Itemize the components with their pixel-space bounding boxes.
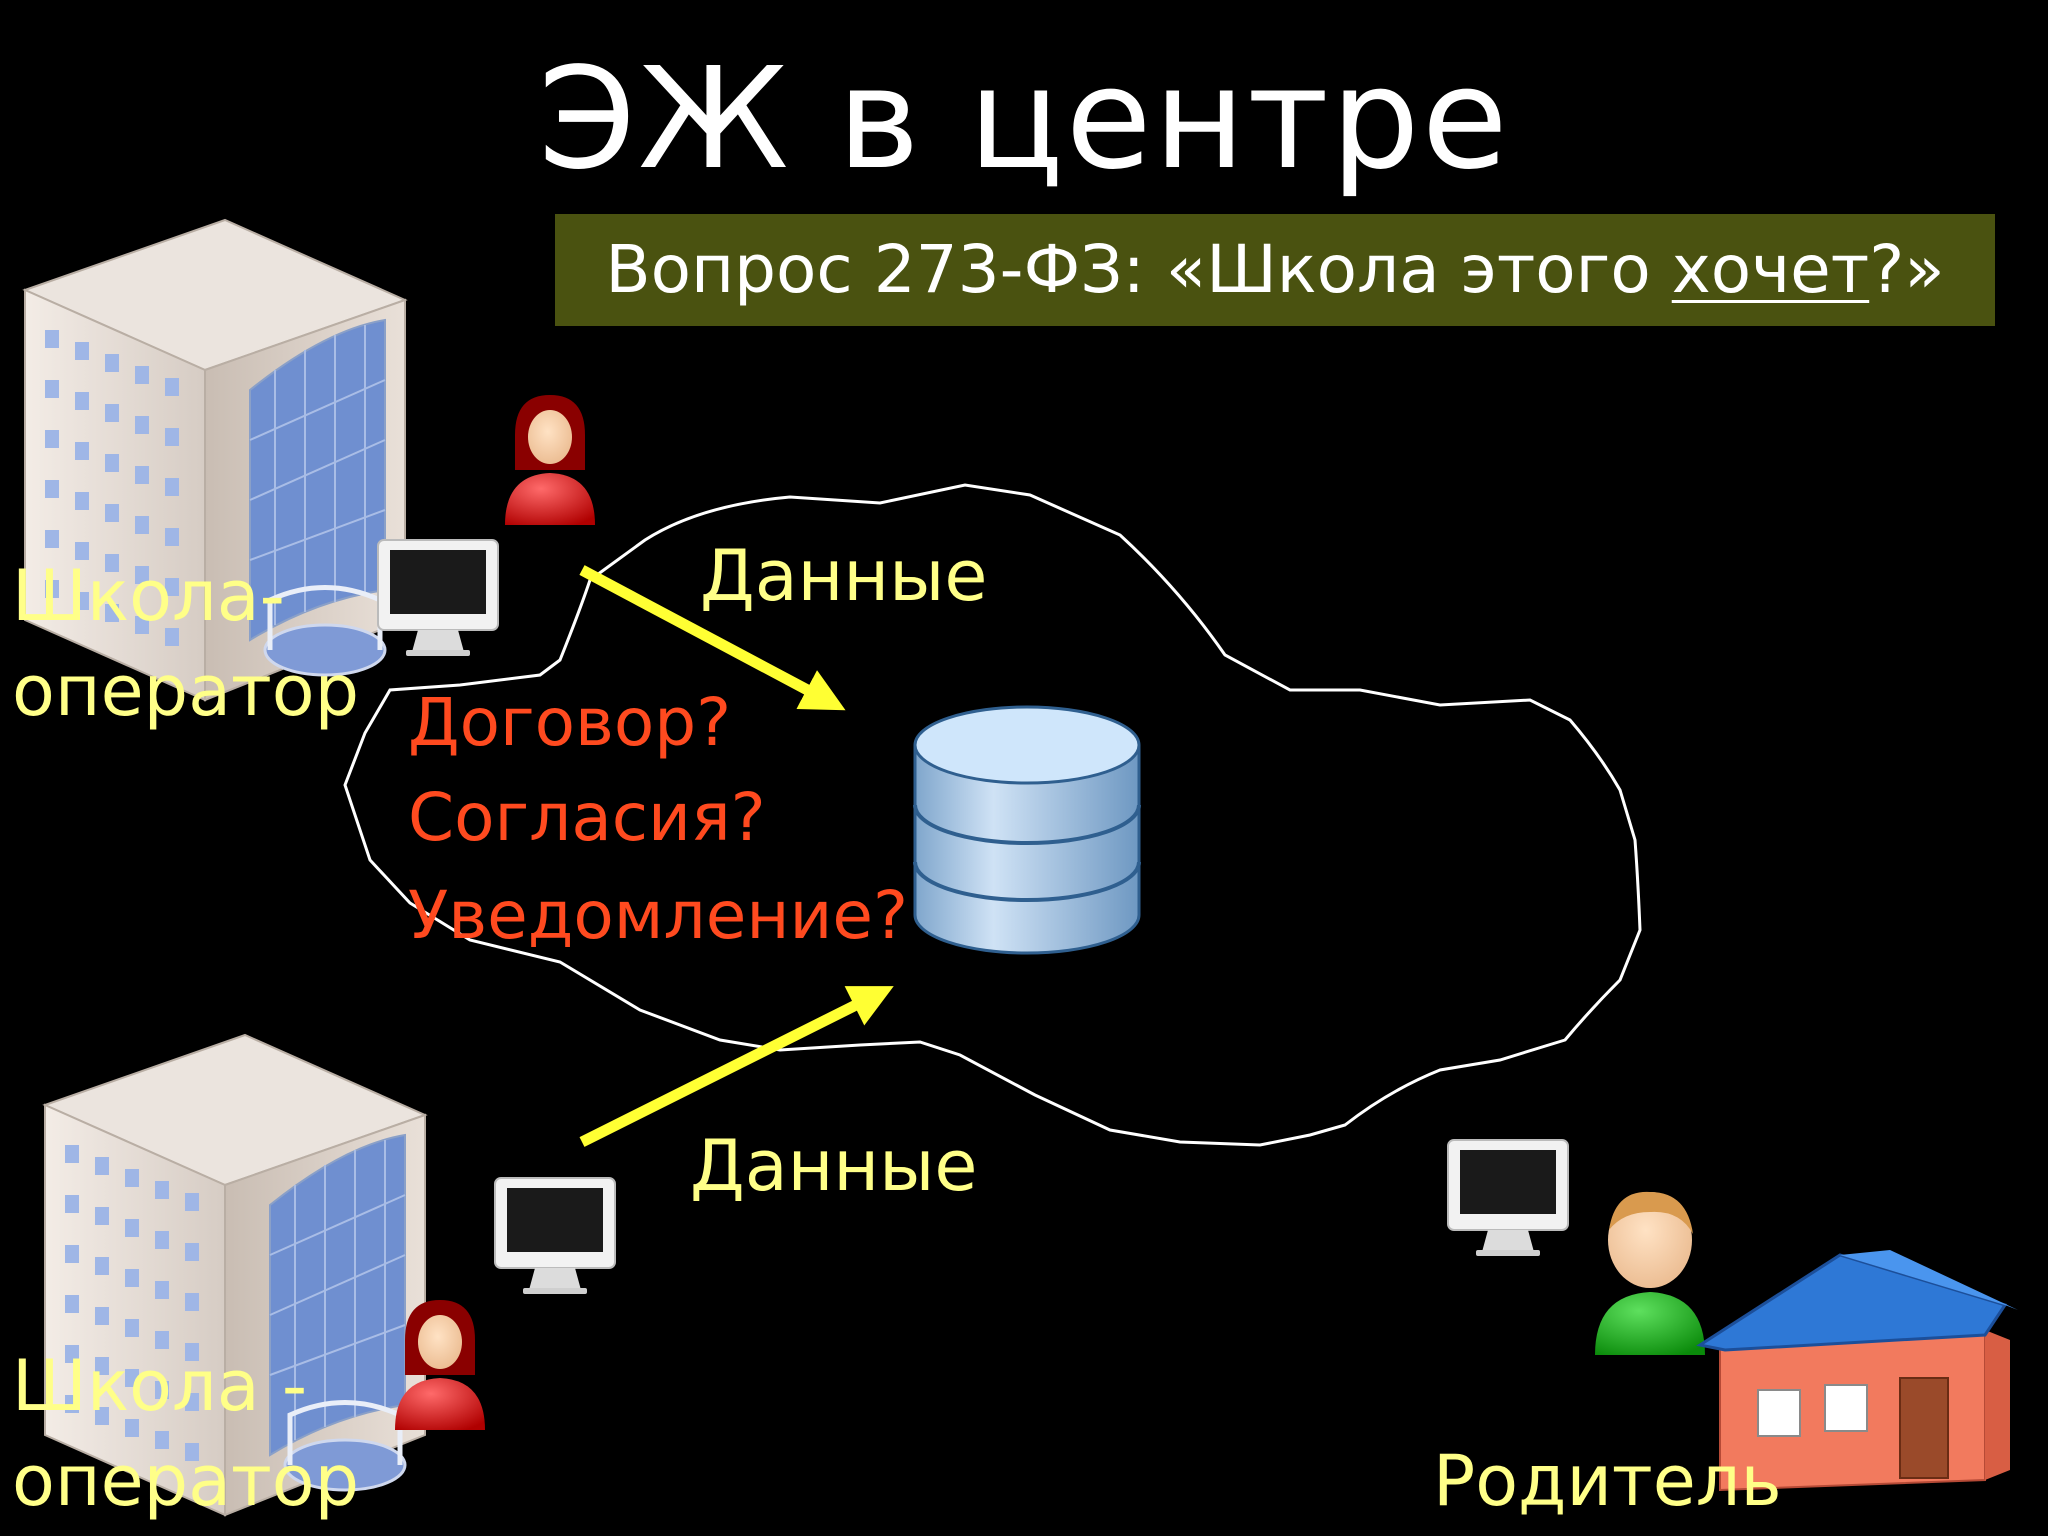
question-contract: Договор? bbox=[408, 684, 732, 761]
school-bottom-label-line2: оператор bbox=[12, 1440, 360, 1522]
data-label-top: Данные bbox=[700, 535, 988, 617]
monitor-icon bbox=[1447, 1139, 1569, 1257]
banner-suffix: ?» bbox=[1869, 231, 1945, 308]
data-arrow-bottom bbox=[579, 986, 894, 1147]
page-title: ЭЖ в центре bbox=[538, 38, 1510, 201]
cloud-outline bbox=[343, 483, 1642, 1147]
question-notification: Уведомление? bbox=[408, 877, 908, 954]
operator-person-icon bbox=[395, 1300, 485, 1430]
parent-person-icon bbox=[1595, 1191, 1705, 1355]
banner-prefix: Вопрос 273-ФЗ: «Школа этого bbox=[605, 231, 1672, 308]
school-top-label-line1: Школа- bbox=[12, 555, 285, 637]
house-icon bbox=[1696, 1250, 2018, 1492]
database-icon bbox=[913, 705, 1141, 955]
school-bottom-label-line1: Школа - bbox=[12, 1345, 308, 1427]
data-label-bottom: Данные bbox=[690, 1125, 978, 1207]
banner-underlined: хочет bbox=[1671, 231, 1870, 308]
parent-label: Родитель bbox=[1433, 1440, 1782, 1522]
school-top-label-line2: оператор bbox=[12, 650, 360, 732]
monitor-icon bbox=[377, 539, 499, 657]
data-arrow-top bbox=[579, 565, 846, 711]
monitor-icon bbox=[494, 1177, 616, 1295]
operator-person-icon bbox=[505, 395, 595, 525]
question-consent: Согласия? bbox=[408, 779, 766, 856]
question-banner: Вопрос 273-ФЗ: «Школа этого хочет?» bbox=[555, 214, 1995, 326]
